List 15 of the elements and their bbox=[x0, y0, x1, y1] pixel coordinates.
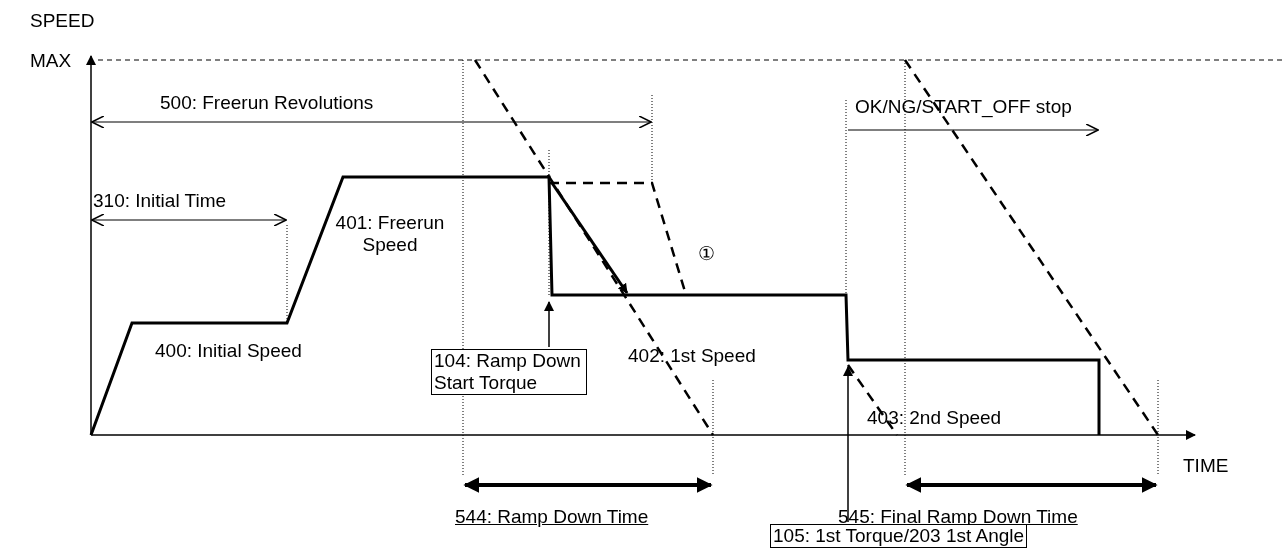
leader-arrow bbox=[544, 301, 554, 348]
curve-label: 403: 2nd Speed bbox=[867, 407, 1002, 429]
curve-label: 402: 1st Speed bbox=[628, 345, 756, 367]
marker-label: ① bbox=[698, 243, 715, 265]
curve-label: 400: Initial Speed bbox=[155, 340, 302, 362]
dimension-label: 310: Initial Time bbox=[93, 190, 227, 212]
axis-label: TIME bbox=[1183, 455, 1229, 477]
dimension-label: 544: Ramp Down Time bbox=[455, 506, 649, 528]
leader-arrow bbox=[843, 366, 853, 523]
axis-label: MAX bbox=[30, 50, 72, 72]
axis-label: SPEED bbox=[30, 10, 95, 32]
dimension-label: 500: Freerun Revolutions bbox=[160, 92, 374, 114]
curve-label: 401: Freerun Speed bbox=[334, 212, 446, 256]
parameter-box: 104: Ramp Down Start Torque bbox=[431, 349, 587, 395]
parameter-box: 105: 1st Torque/203 1st Angle bbox=[770, 524, 1028, 548]
